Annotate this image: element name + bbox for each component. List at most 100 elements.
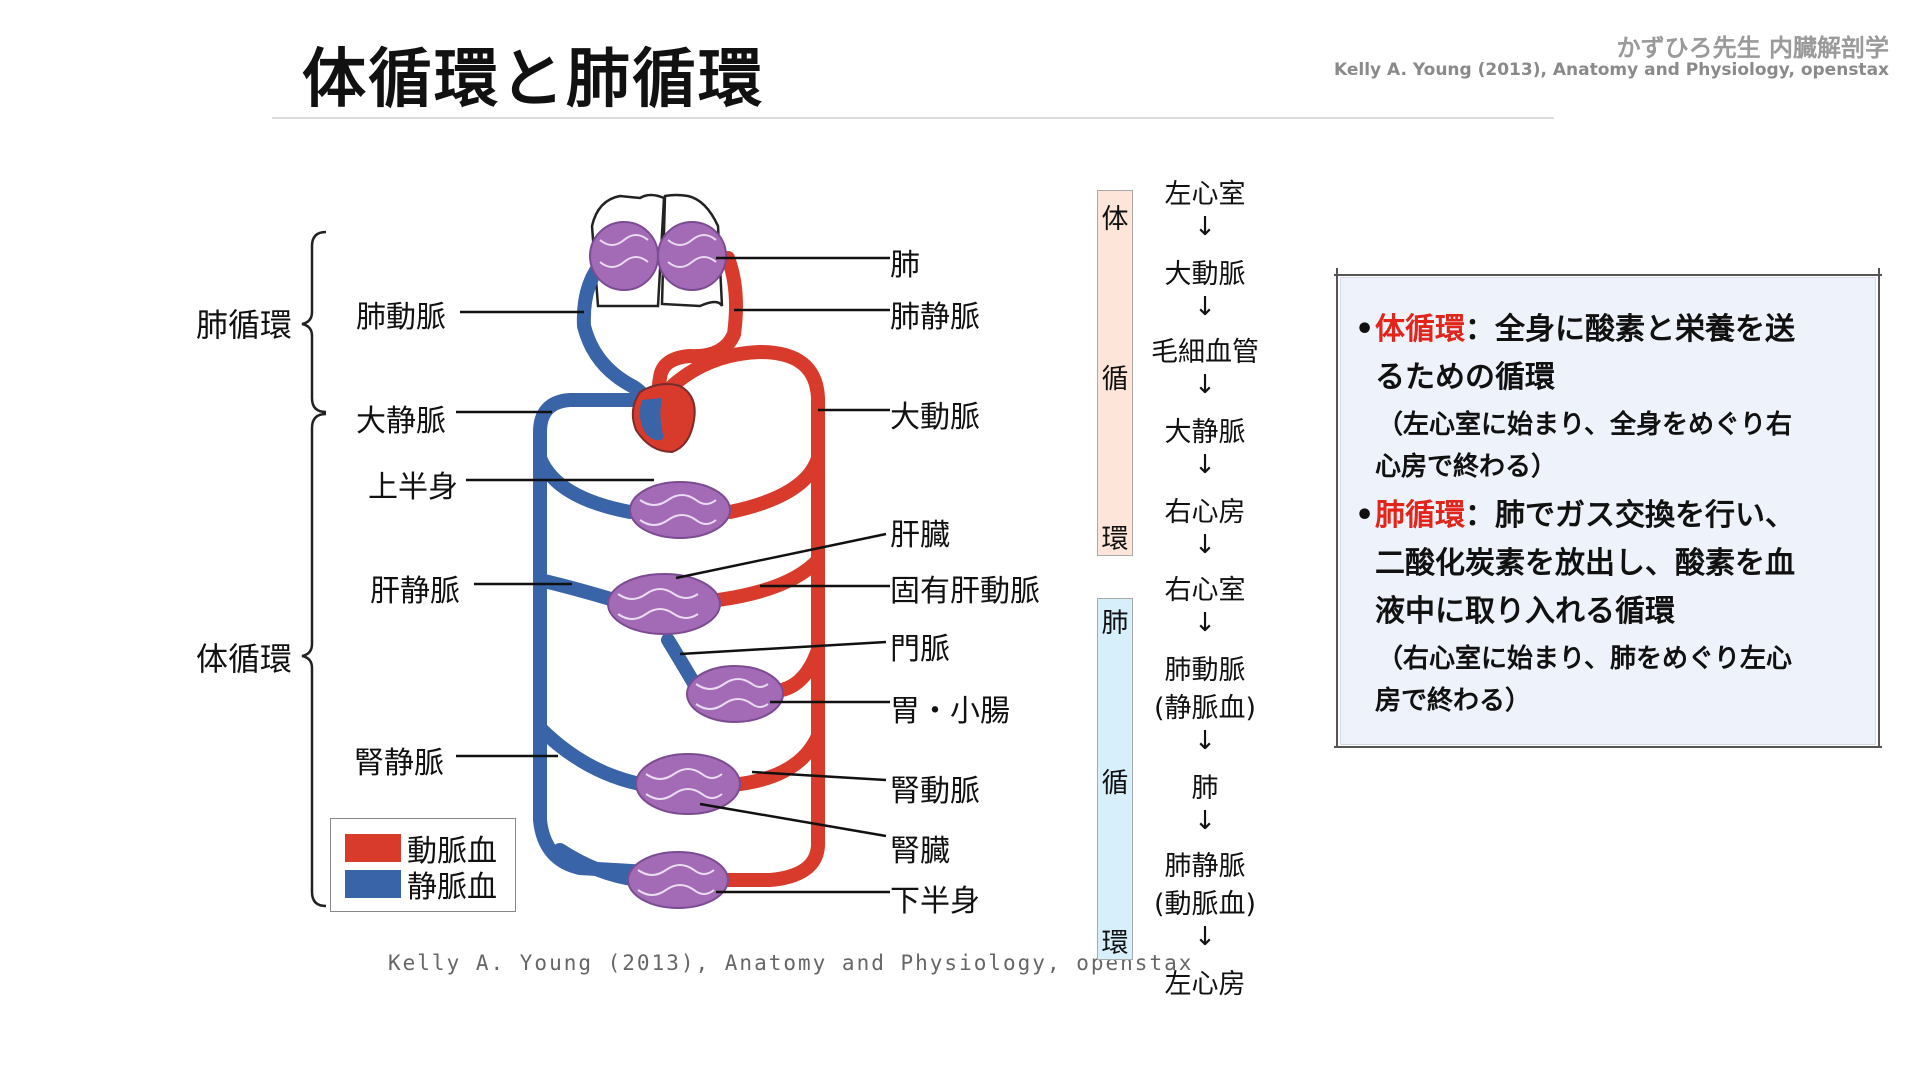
pulmonary-bar: 肺 循 環 — [1097, 598, 1133, 960]
label-pulmonary-artery: 肺動脈 — [356, 300, 446, 335]
brand-name: かずひろ先生 内臓解剖学 — [1616, 34, 1889, 62]
arterial-swatch — [345, 834, 401, 862]
legend-item-arterial: 動脈血 — [345, 833, 497, 869]
systemic-text-1: ：全身に酸素と栄養を送 — [1465, 312, 1795, 347]
flow-step-pulmonary-vein: 肺静脈 — [1164, 851, 1246, 882]
systemic-bar: 体 循 環 — [1097, 190, 1133, 556]
legend-arterial-label: 動脈血 — [407, 834, 497, 869]
leader-kidney — [699, 802, 887, 838]
flow-step-arterial-blood: (動脈血) — [1153, 889, 1257, 920]
pulmonary-term: 肺循環 — [1375, 498, 1465, 533]
label-lung: 肺 — [890, 248, 920, 283]
flow-arrow: ↓ — [1194, 370, 1216, 400]
flow-step-vena-cava: 大静脈 — [1164, 417, 1246, 448]
flow-arrow: ↓ — [1194, 450, 1216, 480]
flow-step-venous-blood: (静脈血) — [1153, 693, 1257, 724]
legend-item-venous: 静脈血 — [345, 869, 497, 905]
systemic-bar-char-3: 環 — [1101, 524, 1129, 555]
label-hepatic-vein: 肝静脈 — [370, 574, 460, 609]
flow-arrow: ↓ — [1194, 608, 1216, 638]
flow-step-capillaries: 毛細血管 — [1151, 337, 1259, 368]
page-title: 体循環と肺循環 — [302, 43, 764, 117]
infobox-rule-bottom — [1334, 746, 1882, 748]
lung-capillary-right — [657, 221, 727, 291]
vena-cava-path — [533, 393, 657, 879]
figure-credit: Kelly A. Young (2013), Anatomy and Physi… — [388, 951, 1194, 975]
brand-source: Kelly A. Young (2013), Anatomy and Physi… — [1333, 60, 1889, 80]
infobox: • 体循環：全身に酸素と栄養を送 るための循環 （左心室に始まり、全身をめぐり右… — [1341, 278, 1875, 744]
label-kidney: 腎臓 — [890, 834, 950, 869]
systemic-note-2: 心房で終わる） — [1375, 452, 1558, 482]
flow-step-left-atrium: 左心房 — [1164, 969, 1246, 1000]
flow-step-lung: 肺 — [1191, 773, 1219, 804]
label-pulmonary-vein: 肺静脈 — [890, 300, 980, 335]
flow-step-right-ventricle: 右心室 — [1164, 575, 1246, 606]
hepatic-vein — [533, 573, 621, 607]
gastric-artery — [775, 643, 825, 697]
leader-portal-vein — [679, 640, 887, 656]
systemic-term: 体循環 — [1375, 312, 1465, 347]
title-divider — [272, 117, 1554, 119]
kidney-capillary — [635, 753, 741, 815]
systemic-note-1: （左心室に始まり、全身をめぐり右 — [1377, 410, 1792, 440]
upper-body-vein — [533, 451, 637, 519]
aorta-path — [653, 344, 825, 887]
leader-liver — [675, 532, 887, 580]
flow-arrow: ↓ — [1194, 292, 1216, 322]
label-vena-cava: 大静脈 — [356, 404, 446, 439]
label-lower-body: 下半身 — [890, 884, 980, 919]
label-renal-artery: 腎動脈 — [890, 774, 980, 809]
label-liver: 肝臓 — [890, 518, 950, 553]
systemic-definition: 体循環：全身に酸素と栄養を送 — [1375, 306, 1795, 354]
pulmonary-text-2: 二酸化炭素を放出し、酸素を血 — [1375, 546, 1795, 581]
label-aorta: 大動脈 — [890, 400, 980, 435]
pulmonary-bar-char-2: 循 — [1101, 768, 1129, 799]
systemic-bar-char-2: 循 — [1101, 364, 1129, 395]
flow-step-pulmonary-artery: 肺動脈 — [1164, 655, 1246, 686]
heart — [631, 383, 696, 454]
bullet-marker: • — [1355, 312, 1375, 347]
label-renal-vein: 腎静脈 — [354, 746, 444, 781]
flow-arrow: ↓ — [1194, 806, 1216, 836]
lower-body-capillary — [627, 851, 729, 909]
label-stomach-intestine: 胃・小腸 — [890, 694, 1010, 729]
pulmonary-circulation-label: 肺循環 — [196, 306, 293, 344]
infobox-rule-right — [1878, 268, 1880, 748]
flow-arrow: ↓ — [1194, 212, 1216, 242]
label-upper-body: 上半身 — [368, 470, 458, 505]
pulmonary-note-2: 房で終わる） — [1375, 686, 1532, 716]
flow-arrow: ↓ — [1194, 530, 1216, 560]
infobox-rule-top — [1334, 274, 1882, 276]
label-proper-hepatic-artery: 固有肝動脈 — [890, 574, 1040, 609]
pulmonary-note-1: （右心室に始まり、肺をめぐり左心 — [1377, 644, 1792, 674]
pulmonary-bar-char-3: 環 — [1101, 928, 1129, 959]
bullet-marker: • — [1355, 498, 1375, 533]
upper-body-artery — [723, 451, 825, 519]
lung-capillary-left — [589, 221, 659, 291]
pulmonary-bar-char-1: 肺 — [1101, 608, 1129, 639]
flow-step-aorta: 大動脈 — [1164, 259, 1246, 290]
leader-renal-artery — [751, 770, 887, 782]
systemic-text-2: るための循環 — [1375, 360, 1555, 395]
legend: 動脈血 静脈血 — [330, 818, 516, 912]
flow-arrow: ↓ — [1194, 922, 1216, 952]
liver-capillary — [607, 573, 721, 635]
flow-step-left-ventricle: 左心室 — [1164, 179, 1246, 210]
systemic-bar-char-1: 体 — [1101, 204, 1129, 235]
upper-body-capillary — [629, 481, 731, 539]
pulmonary-text-1: ：肺でガス交換を行い、 — [1465, 498, 1795, 533]
label-portal-vein: 門脈 — [890, 632, 950, 667]
renal-vein — [533, 721, 647, 791]
infobox-rule-left — [1336, 268, 1338, 748]
venous-swatch — [345, 870, 401, 898]
systemic-circulation-label: 体循環 — [196, 640, 293, 678]
flow-step-right-atrium: 右心房 — [1164, 497, 1246, 528]
systemic-brace — [301, 412, 327, 908]
pulmonary-definition: 肺循環：肺でガス交換を行い、 — [1375, 492, 1795, 540]
gut-capillary — [686, 665, 784, 723]
pulmonary-brace — [301, 230, 327, 414]
pulmonary-text-3: 液中に取り入れる循環 — [1375, 594, 1675, 629]
renal-artery — [733, 729, 825, 791]
flow-arrow: ↓ — [1194, 726, 1216, 756]
